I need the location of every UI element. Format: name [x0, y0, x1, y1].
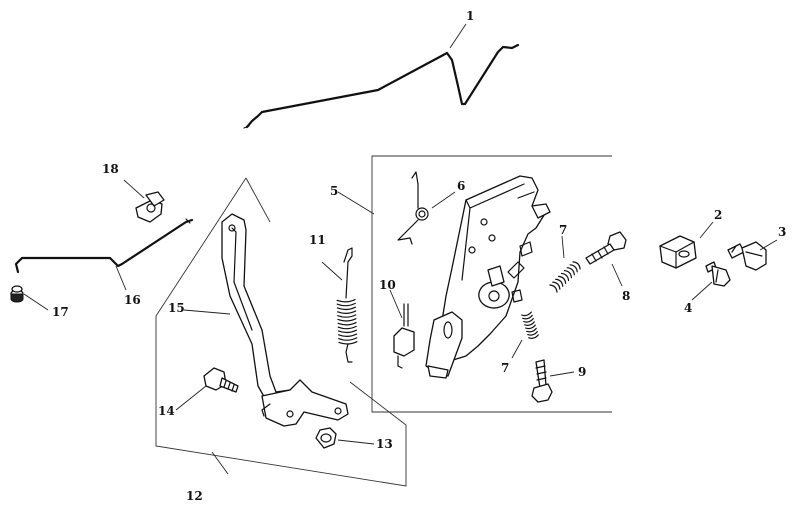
bolt-part-3	[727, 241, 767, 271]
cable-clip-part	[135, 191, 165, 223]
callout-1: 1	[466, 9, 474, 23]
callout-5: 5	[330, 184, 338, 198]
callout-18: 18	[102, 162, 119, 176]
leader-lines	[23, 23, 778, 475]
extension-spring-part-11	[336, 247, 358, 363]
callout-8: 8	[622, 289, 630, 303]
grommet-part	[10, 285, 24, 303]
throttle-rod-part	[243, 43, 520, 129]
callout-16: 16	[124, 293, 141, 307]
callout-10: 10	[379, 278, 396, 292]
governor-plate-part	[425, 175, 551, 379]
callout-2: 2	[714, 208, 722, 222]
callout-14: 14	[158, 404, 175, 418]
link-rod-part	[14, 218, 194, 274]
group-frame-5	[371, 155, 612, 413]
callout-17: 17	[52, 305, 69, 319]
callout-4: 4	[684, 301, 692, 315]
callout-3: 3	[778, 225, 786, 239]
pin-bracket-part	[393, 303, 415, 369]
compression-spring-upper	[549, 261, 581, 293]
compression-spring-lower	[521, 311, 539, 339]
group-frame-12	[155, 177, 407, 487]
callout-15: 15	[168, 301, 185, 315]
callout-7b: 7	[501, 361, 509, 375]
control-lever-part	[221, 213, 349, 427]
callout-12: 12	[186, 489, 203, 503]
bolt-part-4	[705, 261, 731, 287]
callout-13: 13	[376, 437, 393, 451]
callout-11: 11	[309, 233, 326, 247]
clip-part-2	[659, 235, 697, 269]
screw-part-8	[585, 231, 627, 265]
callout-labels: 1 2 3 4 5 6 7 7 8 9 10 11 12 13 14 15 16…	[52, 9, 786, 503]
nut-part	[315, 427, 337, 449]
callout-7a: 7	[559, 223, 567, 237]
callout-6: 6	[457, 179, 465, 193]
torsion-spring-part	[397, 171, 429, 245]
bolt-part-14	[203, 367, 239, 393]
screw-part-9	[531, 359, 553, 403]
callout-9: 9	[578, 365, 586, 379]
